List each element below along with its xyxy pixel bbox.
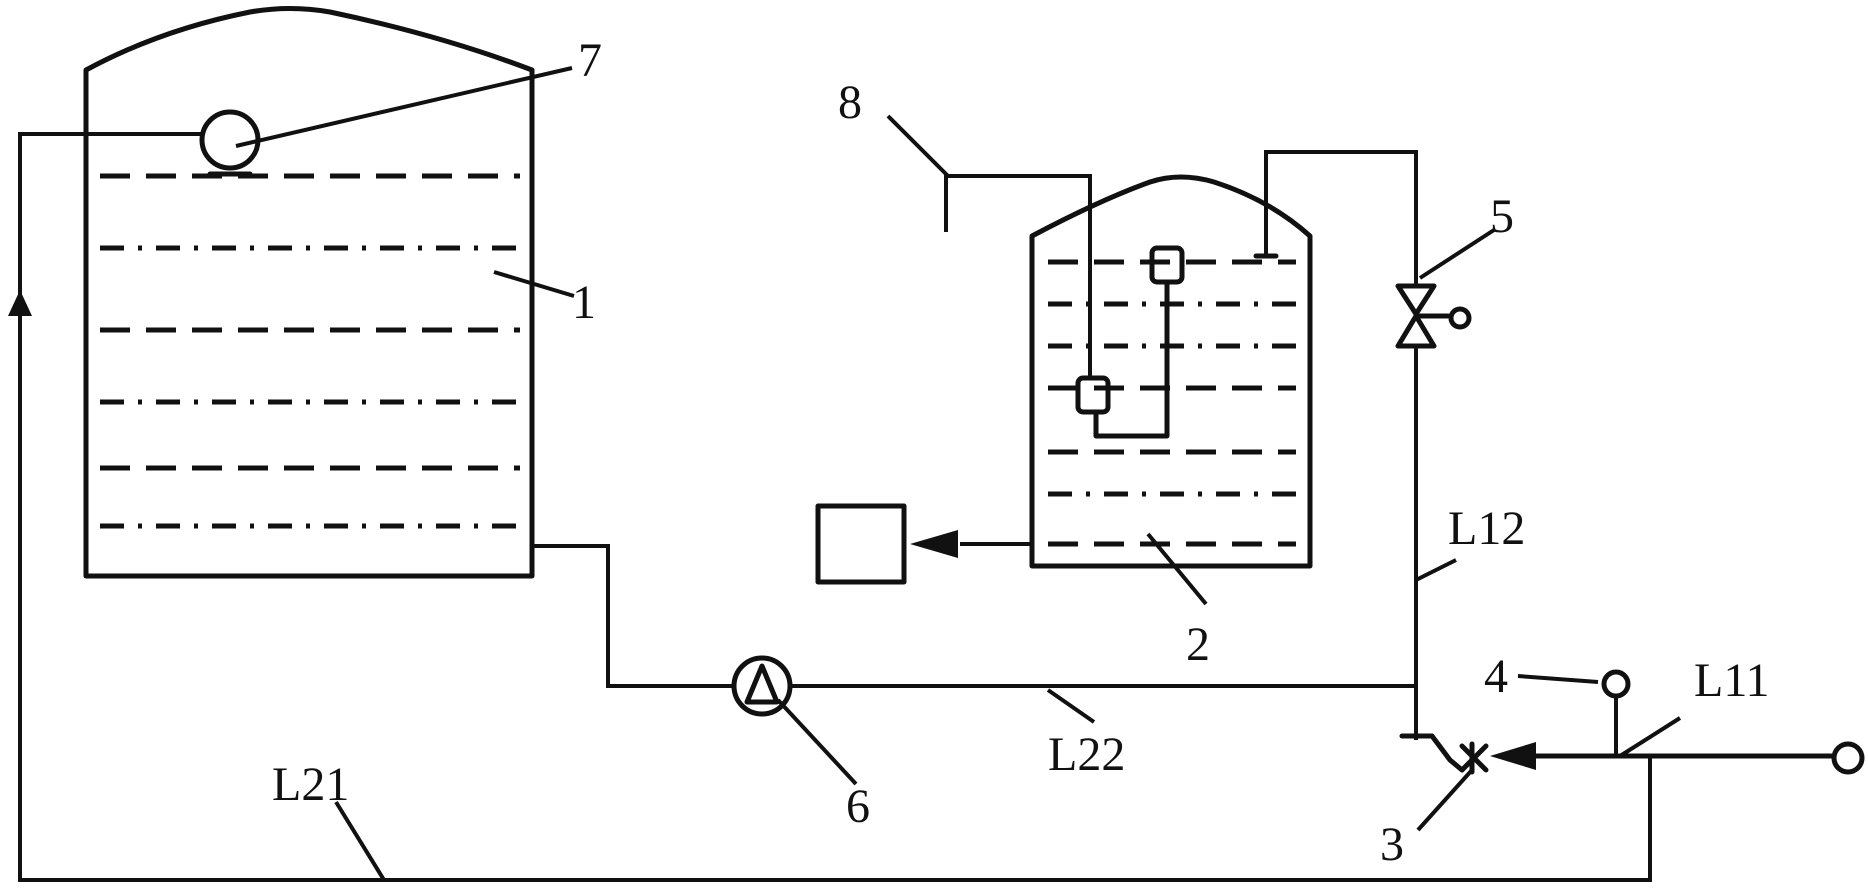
leader-lines bbox=[235, 66, 1682, 882]
tank-1 bbox=[83, 6, 535, 579]
label-l12: L12 bbox=[1448, 502, 1525, 555]
tank-2 bbox=[1029, 174, 1313, 569]
pipe-8 bbox=[944, 174, 1092, 378]
label-5: 5 bbox=[1490, 190, 1514, 243]
gauge-4 bbox=[1601, 669, 1631, 756]
label-l22: L22 bbox=[1048, 728, 1125, 781]
line-l12 bbox=[1253, 150, 1418, 740]
label-1: 1 bbox=[572, 276, 596, 329]
outlet-box bbox=[815, 503, 1032, 585]
valve-5 bbox=[1395, 283, 1472, 349]
label-l11: L11 bbox=[1694, 654, 1770, 707]
line-l21 bbox=[8, 132, 1652, 882]
line-l11 bbox=[1490, 741, 1865, 775]
tank1-outlet-pipe bbox=[532, 544, 732, 688]
label-7: 7 bbox=[578, 34, 602, 87]
label-3: 3 bbox=[1380, 818, 1404, 871]
valve-3 bbox=[1459, 741, 1489, 775]
label-l21: L21 bbox=[272, 758, 349, 811]
label-2: 2 bbox=[1186, 618, 1210, 671]
label-6: 6 bbox=[846, 780, 870, 833]
label-4: 4 bbox=[1484, 650, 1508, 703]
valve-3-stub bbox=[1399, 686, 1465, 773]
label-8: 8 bbox=[838, 76, 862, 129]
